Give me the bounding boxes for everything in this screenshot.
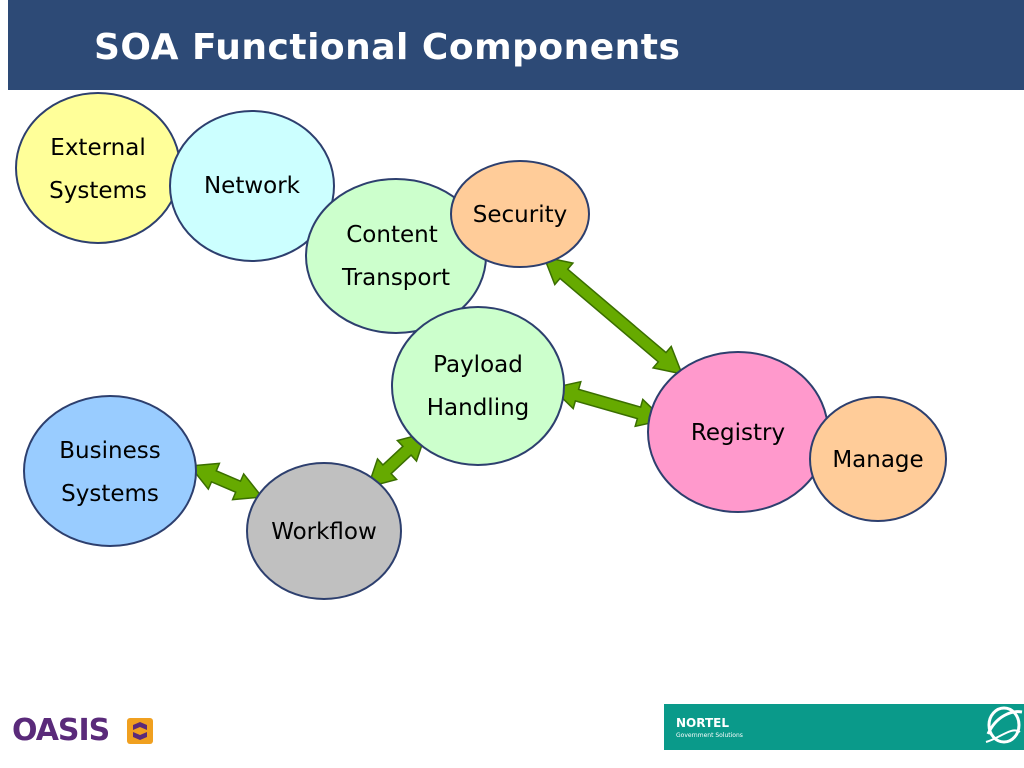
- node-payload-handling[interactable]: Payload Handling: [391, 306, 565, 466]
- nortel-tagline: Government Solutions: [676, 732, 743, 739]
- node-security-shape: [450, 160, 590, 268]
- node-security[interactable]: Security: [450, 160, 590, 268]
- slide-title: SOA Functional Components: [94, 27, 681, 68]
- nortel-footer-bar: [664, 704, 1024, 750]
- node-external-systems-label-1: External: [50, 135, 145, 161]
- node-payload-handling-label-2: Handling: [427, 395, 530, 421]
- node-registry[interactable]: Registry: [647, 351, 829, 513]
- arrow-payload-handling-registry: [550, 380, 666, 428]
- node-content-transport-label-1: Content: [346, 222, 437, 248]
- node-manage[interactable]: Manage: [809, 396, 947, 522]
- nortel-logo: NORTEL: [676, 716, 729, 730]
- arrows-layer: [188, 255, 684, 501]
- arrow-business-systems-workflow: [188, 462, 264, 501]
- node-content-transport[interactable]: Content Transport: [305, 178, 487, 334]
- node-business-systems-shape: [23, 395, 197, 547]
- node-external-systems[interactable]: External Systems: [15, 92, 181, 244]
- node-business-systems-label-1: Business: [59, 438, 160, 464]
- node-manage-label: Manage: [832, 447, 923, 473]
- node-network-label: Network: [204, 173, 301, 199]
- arrow-security-registry: [542, 255, 684, 376]
- node-network[interactable]: Network: [169, 110, 335, 262]
- node-business-systems[interactable]: Business Systems: [23, 395, 197, 547]
- node-manage-shape: [809, 396, 947, 522]
- node-content-transport-label-2: Transport: [341, 265, 450, 291]
- node-workflow-shape: [246, 462, 402, 600]
- node-payload-handling-shape: [391, 306, 565, 466]
- nortel-globe-icon: [985, 706, 1023, 744]
- node-security-label: Security: [473, 202, 567, 228]
- node-workflow-label: Workflow: [271, 519, 377, 545]
- node-workflow[interactable]: Workflow: [246, 462, 402, 600]
- node-registry-label: Registry: [691, 420, 785, 446]
- node-payload-handling-label-1: Payload: [433, 352, 523, 378]
- oasis-mark-icon: [127, 718, 153, 744]
- node-business-systems-label-2: Systems: [61, 481, 159, 507]
- title-bar: SOA Functional Components: [8, 0, 1024, 90]
- node-external-systems-label-2: Systems: [49, 178, 147, 204]
- node-network-shape: [169, 110, 335, 262]
- node-external-systems-shape: [15, 92, 181, 244]
- oasis-logo: OASIS: [12, 713, 110, 748]
